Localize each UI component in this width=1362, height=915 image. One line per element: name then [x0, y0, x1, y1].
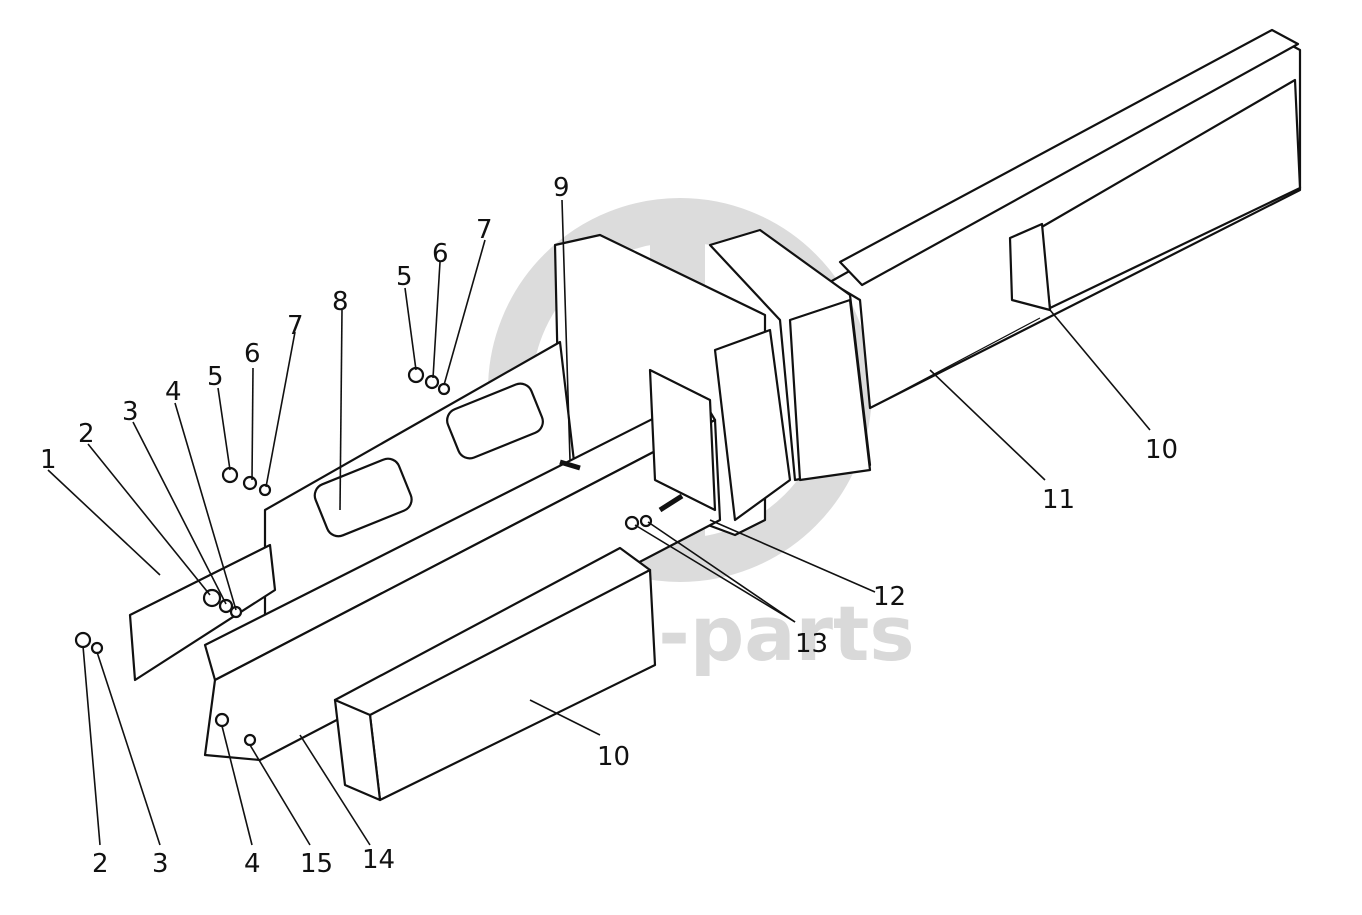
lamp-small-2: [446, 382, 544, 460]
callout-6-left: 6: [244, 339, 261, 369]
callout-6-right: 6: [432, 239, 449, 269]
angle-bar: [203, 368, 722, 762]
frame-member: [828, 28, 1302, 410]
callout-7-right: 7: [476, 215, 493, 245]
lamp-small-1: [313, 457, 413, 538]
callout-2-bottom: 2: [92, 849, 109, 879]
callout-10-rear: 10: [1145, 435, 1178, 465]
callout-4-top: 4: [165, 377, 182, 407]
fasteners: [74, 366, 684, 747]
callout-13: 13: [795, 629, 828, 659]
callout-1: 1: [40, 445, 57, 475]
tail-lamp-front: [333, 546, 657, 802]
callout-4-bottom: 4: [244, 849, 261, 879]
callout-12: 12: [873, 582, 906, 612]
callout-14: 14: [362, 845, 395, 875]
callout-9: 9: [553, 173, 570, 203]
callout-8: 8: [332, 287, 349, 317]
callout-10-front: 10: [597, 742, 630, 772]
callout-5-right: 5: [396, 262, 413, 292]
callout-5-left: 5: [207, 362, 224, 392]
callout-15: 15: [300, 849, 333, 879]
mounting-plate: [263, 340, 577, 652]
callout-2-top: 2: [78, 419, 95, 449]
callout-3-top: 3: [122, 397, 139, 427]
callout-7-left: 7: [287, 311, 304, 341]
leader-lines: [47, 199, 1151, 846]
callout-labels: 1 2 3 4 5 6 7 8 5 6 7 9 10 11 12 13 10 2…: [40, 173, 1178, 879]
callout-3-bottom: 3: [152, 849, 169, 879]
callout-11: 11: [1042, 485, 1075, 515]
